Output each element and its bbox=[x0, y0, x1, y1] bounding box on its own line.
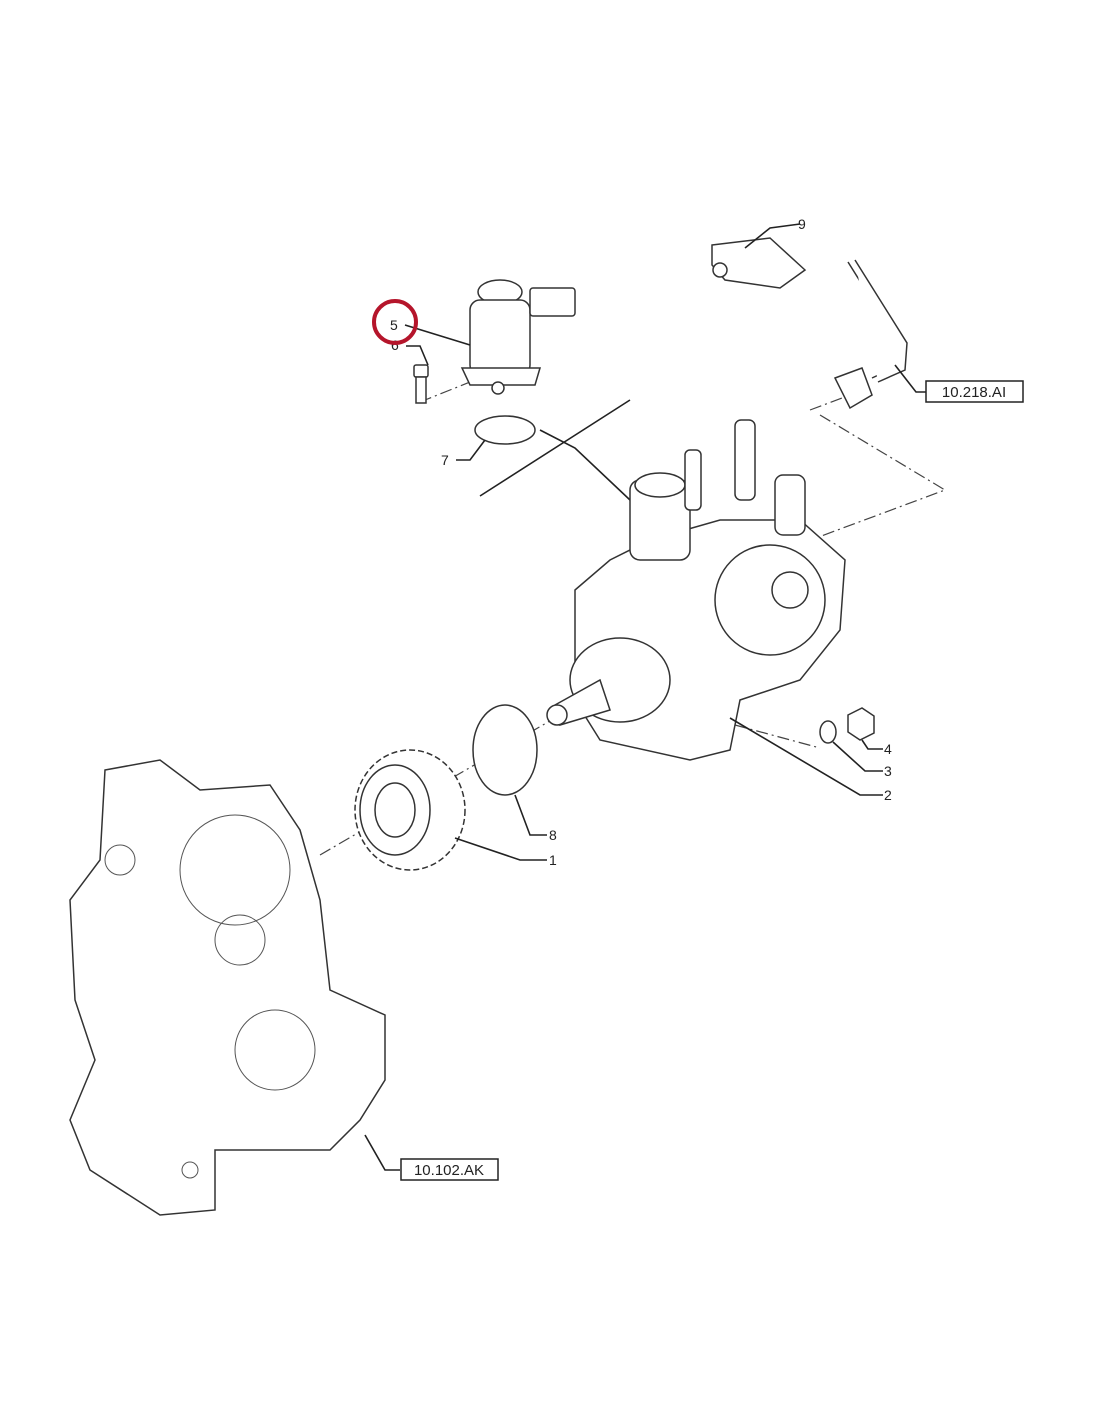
metering-valve-part-5[interactable] bbox=[460, 279, 576, 395]
centerline-screw bbox=[419, 379, 476, 403]
leader-2 bbox=[729, 717, 883, 796]
fuel-line-part[interactable] bbox=[833, 259, 908, 410]
callout-2[interactable]: 2 bbox=[884, 787, 892, 803]
o-ring-part-8[interactable] bbox=[472, 704, 538, 796]
o-ring-part-7[interactable] bbox=[474, 415, 536, 445]
assembly-bracket-lines bbox=[479, 399, 631, 501]
callout-8[interactable]: 8 bbox=[549, 827, 557, 843]
leader-8 bbox=[514, 794, 547, 836]
callout-9[interactable]: 9 bbox=[798, 216, 806, 232]
callout-7[interactable]: 7 bbox=[441, 452, 449, 468]
leader-9 bbox=[744, 223, 801, 249]
callout-3[interactable]: 3 bbox=[884, 763, 892, 779]
nut-part-4[interactable] bbox=[847, 707, 875, 741]
callout-1[interactable]: 1 bbox=[549, 852, 557, 868]
centerline-nut bbox=[734, 724, 821, 749]
gear-part-1[interactable] bbox=[354, 749, 466, 871]
reference-fuel-line-label: 10.218.AI bbox=[942, 384, 1006, 401]
leader-6 bbox=[406, 345, 429, 366]
reference-housing[interactable]: 10.102.AK bbox=[400, 1158, 499, 1181]
callout-4[interactable]: 4 bbox=[884, 741, 892, 757]
leader-3 bbox=[832, 741, 883, 772]
leader-7 bbox=[456, 439, 486, 461]
leader-4 bbox=[861, 739, 883, 750]
leader-housing bbox=[364, 1134, 400, 1171]
reference-fuel-line[interactable]: 10.218.AI bbox=[925, 380, 1024, 403]
screw-part-6[interactable] bbox=[413, 364, 429, 404]
reference-housing-label: 10.102.AK bbox=[414, 1162, 484, 1179]
high-pressure-pump-part-2[interactable] bbox=[546, 419, 846, 761]
callout-5[interactable]: 5 bbox=[390, 317, 398, 333]
bracket-part-9[interactable] bbox=[711, 237, 807, 289]
gear-housing[interactable] bbox=[69, 759, 386, 1216]
centerline-fuel-line bbox=[729, 394, 947, 571]
highlight-circle bbox=[372, 299, 418, 345]
washer-part-3[interactable] bbox=[819, 720, 837, 744]
leader-1 bbox=[454, 837, 547, 861]
